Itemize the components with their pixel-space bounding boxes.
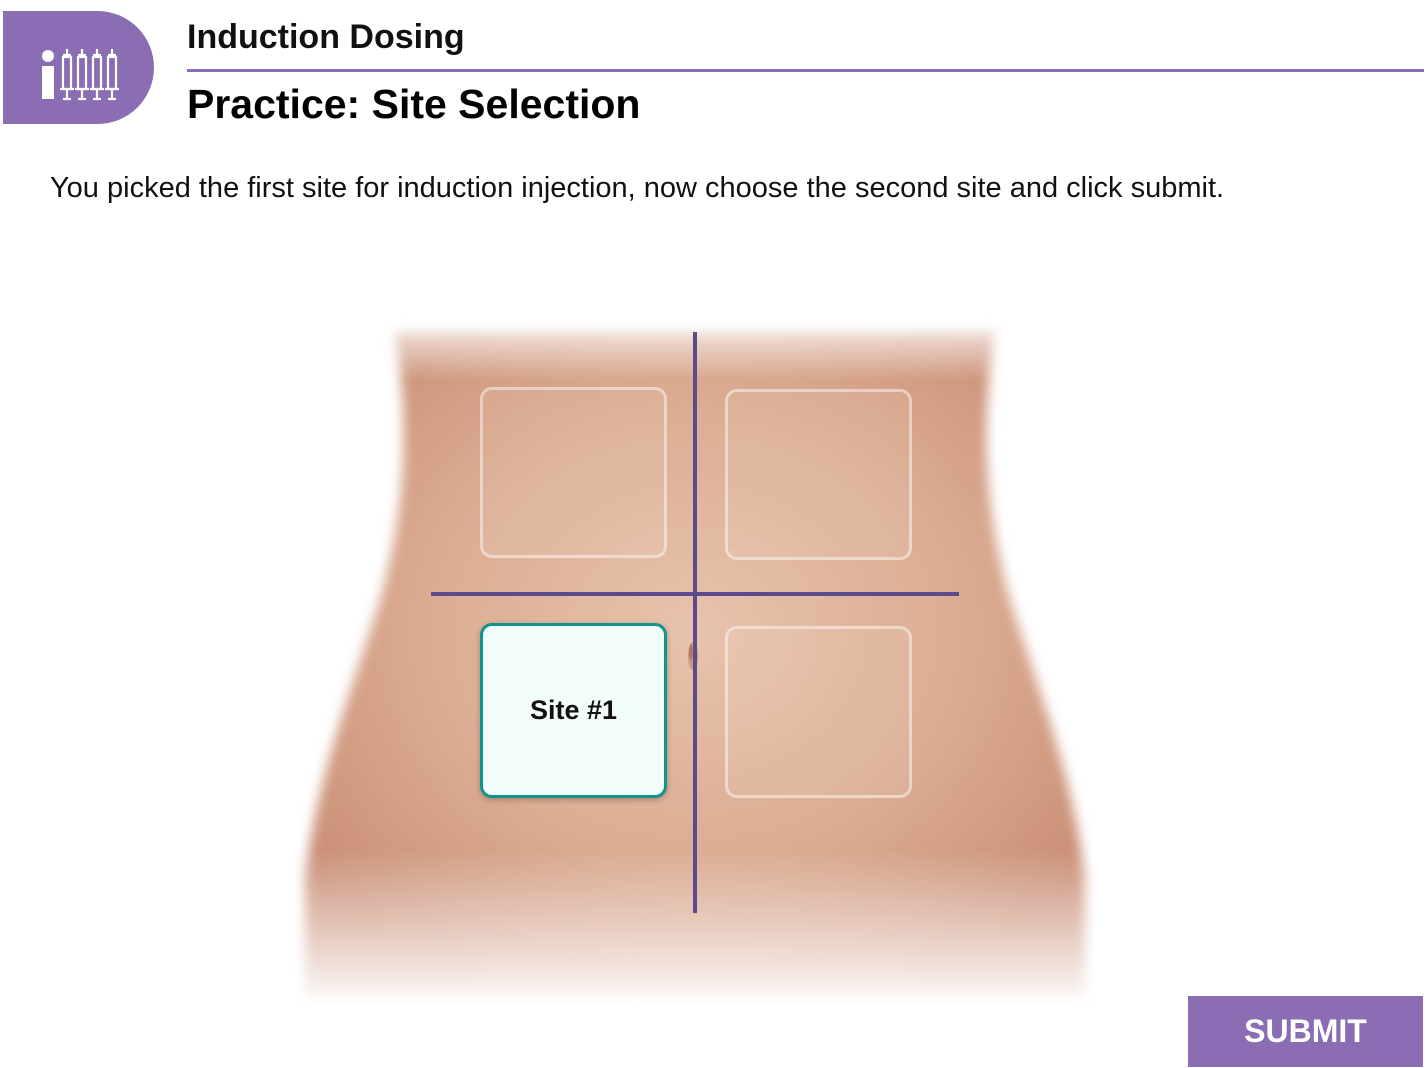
site-zone-upper-right[interactable] (725, 389, 912, 560)
module-logo-tab (3, 11, 154, 124)
site-zone-lower-right[interactable] (725, 626, 912, 798)
page-title: Practice: Site Selection (187, 81, 641, 127)
info-syringes-icon (42, 49, 119, 101)
instructions-text: You picked the first site for induction … (50, 172, 1225, 204)
abdomen-illustration (295, 310, 1095, 1010)
site-zone-lower-left[interactable]: Site #1 (480, 623, 667, 798)
submit-button[interactable]: SUBMIT (1188, 996, 1423, 1067)
site-zone-upper-left[interactable] (480, 387, 667, 558)
site-label: Site #1 (529, 695, 618, 725)
title-divider (187, 69, 1424, 72)
section-title: Induction Dosing (187, 18, 465, 56)
abdomen-diagram: Site #1 (295, 310, 1095, 1010)
